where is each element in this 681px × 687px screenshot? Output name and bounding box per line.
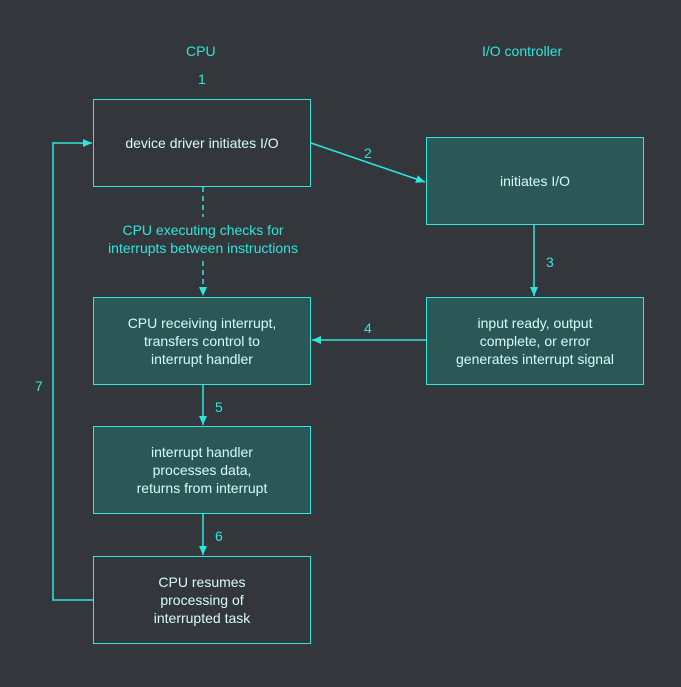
- step-number-6: 6: [215, 528, 223, 544]
- box-device-driver-initiates-io: device driver initiates I/O: [93, 99, 311, 187]
- arrow-step-7-loop: [52, 139, 93, 601]
- step-number-1: 1: [198, 71, 206, 87]
- box-interrupt-handler: interrupt handler processes data, return…: [93, 426, 311, 514]
- io-controller-column-header: I/O controller: [482, 43, 563, 59]
- step-number-3: 3: [546, 254, 554, 270]
- step-number-7: 7: [35, 378, 43, 394]
- box-io-initiates: initiates I/O: [426, 137, 644, 225]
- box-cpu-resumes: CPU resumes processing of interrupted ta…: [93, 556, 311, 644]
- box-cpu-receiving-interrupt: CPU receiving interrupt, transfers contr…: [93, 297, 311, 385]
- cpu-column-header: CPU: [186, 43, 216, 59]
- cpu-interrupt-check-caption: CPU executing checks for interrupts betw…: [108, 222, 298, 256]
- box-interrupt-signal: input ready, output complete, or error g…: [426, 297, 644, 385]
- step-number-5: 5: [215, 399, 223, 415]
- step-number-4: 4: [364, 320, 372, 336]
- arrow-step-2: [310, 142, 426, 183]
- step-number-2: 2: [364, 145, 372, 161]
